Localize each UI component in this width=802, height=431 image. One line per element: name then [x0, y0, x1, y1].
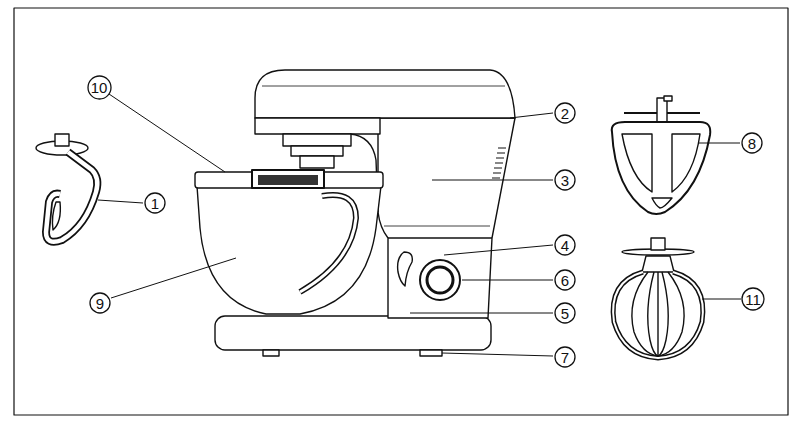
- callout-ring: [88, 76, 111, 99]
- callout-number: 10: [91, 80, 108, 95]
- beater-cutout: [652, 198, 672, 208]
- callout-ring: [742, 288, 764, 310]
- leader-line: [111, 258, 236, 298]
- callout-ring: [555, 270, 575, 290]
- callout-number: 5: [561, 306, 569, 321]
- beater-cutout: [672, 134, 700, 192]
- whisk-wire: [648, 272, 658, 356]
- callout-number: 7: [561, 350, 569, 365]
- callout-number: 4: [561, 238, 569, 253]
- callout-circle: 10: [87, 75, 112, 100]
- leader-line: [442, 353, 553, 356]
- leader-line: [444, 245, 553, 255]
- callout-ring: [90, 293, 110, 313]
- whisk-wire: [657, 272, 658, 356]
- tilt-lever: [398, 252, 413, 286]
- foot: [420, 350, 442, 356]
- callout-circle: 7: [554, 346, 576, 368]
- whisk-wire: [658, 272, 668, 356]
- hub-shaft: [300, 156, 334, 168]
- lid-opening-dark: [258, 175, 318, 185]
- bowl: [197, 186, 381, 314]
- vents: [492, 148, 506, 178]
- lid-opening: [252, 170, 324, 188]
- head-underside: [255, 118, 380, 134]
- callout-ring: [555, 303, 575, 323]
- callout-circle: 4: [554, 234, 576, 256]
- mixer-head: [255, 70, 515, 118]
- dough-hook: [46, 152, 97, 242]
- hook-hub: [55, 134, 69, 146]
- callout-circle: 11: [741, 287, 765, 311]
- callout-number: 8: [748, 136, 756, 151]
- beater-cutout: [622, 134, 652, 192]
- callout-number: 2: [561, 106, 569, 121]
- foot: [263, 350, 279, 356]
- callout-ring: [555, 103, 575, 123]
- callout-circle: 6: [554, 269, 576, 291]
- callout-circle: 2: [554, 102, 576, 124]
- leader-lines: [98, 94, 741, 356]
- whisk-wire: [613, 272, 703, 358]
- leader-line: [510, 113, 553, 118]
- callout-ring: [555, 170, 575, 190]
- callout-circle: 5: [554, 302, 576, 324]
- whisk-collar: [642, 256, 674, 272]
- bowl-handle-inner: [300, 195, 356, 292]
- leader-line: [702, 299, 741, 300]
- callout-number: 1: [151, 196, 159, 211]
- body-seam: [384, 226, 490, 227]
- leader-line: [432, 180, 553, 181]
- callout-number: 3: [561, 173, 569, 188]
- whisk-wire-inner: [613, 272, 703, 358]
- hook-inner-shape: [52, 202, 60, 230]
- frame-border: [14, 8, 788, 415]
- whisk-hub: [651, 238, 665, 250]
- hub: [283, 134, 351, 146]
- bowl-handle: [300, 195, 356, 292]
- hub-ring: [291, 146, 343, 156]
- head-line: [262, 86, 505, 87]
- leader-line: [410, 313, 553, 314]
- speed-knob: [420, 260, 460, 300]
- callout-number: 9: [96, 296, 104, 311]
- base: [215, 316, 491, 350]
- body-seam: [388, 237, 492, 238]
- beater-pin: [664, 96, 672, 101]
- whisk-wire: [658, 272, 684, 356]
- callout-ring: [555, 235, 575, 255]
- flat-beater: [612, 122, 711, 214]
- leader-line: [109, 94, 225, 172]
- callout-number: 11: [745, 292, 761, 307]
- speed-knob-inner: [427, 267, 453, 293]
- callout-ring: [555, 347, 575, 367]
- whisk-wire: [632, 272, 658, 356]
- leader-line: [98, 200, 143, 203]
- body-column: [378, 118, 515, 318]
- callout-number: 6: [561, 273, 569, 288]
- callout-circle: 8: [741, 132, 763, 154]
- beater-shaft: [657, 98, 667, 123]
- callout-circle: 9: [89, 292, 111, 314]
- callout-ring: [742, 133, 762, 153]
- callout-circle: 1: [144, 192, 166, 214]
- dough-hook-inner: [46, 152, 97, 242]
- callout-circle: 3: [554, 169, 576, 191]
- leader-line: [462, 280, 553, 281]
- leader-line: [698, 143, 740, 144]
- callout-ring: [145, 193, 165, 213]
